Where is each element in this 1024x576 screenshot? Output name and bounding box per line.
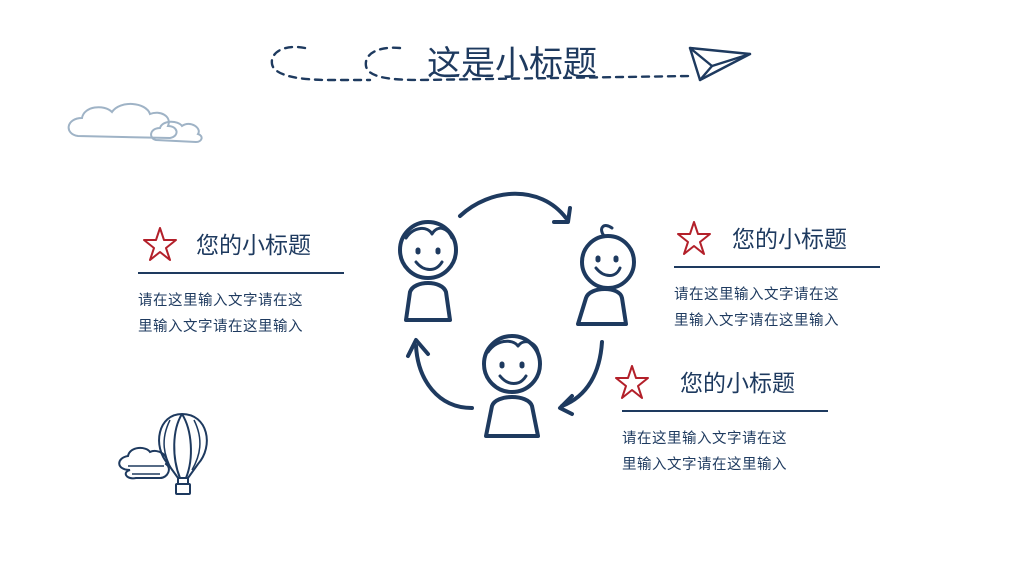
block-title: 您的小标题 — [196, 233, 311, 259]
dashed-flight-path — [270, 45, 692, 82]
block-text-line: 里输入文字请在这里输入 — [138, 319, 303, 335]
block-divider — [622, 410, 828, 412]
block-title: 您的小标题 — [732, 227, 847, 253]
block-title: 您的小标题 — [680, 371, 795, 397]
slide-title: 这是小标题 — [427, 44, 597, 84]
star-icon — [143, 227, 177, 261]
hot-air-balloon-icon — [118, 412, 208, 495]
info-block-right-bottom: 您的小标题 请在这里输入文字请在这 里输入文字请在这里输入 — [622, 364, 832, 478]
star-icon — [677, 221, 711, 255]
cycle-arrow-icon — [406, 191, 604, 416]
person-icon — [398, 220, 458, 322]
block-text-line: 里输入文字请在这里输入 — [622, 457, 787, 473]
block-text-line: 请在这里输入文字请在这 — [138, 293, 303, 309]
info-block-right-top: 您的小标题 请在这里输入文字请在这 里输入文字请在这里输入 — [674, 220, 884, 334]
star-icon — [615, 365, 649, 399]
person-icon — [576, 224, 636, 326]
block-text-line: 请在这里输入文字请在这 — [622, 431, 787, 447]
info-block-left: 您的小标题 请在这里输入文字请在这 里输入文字请在这里输入 — [138, 226, 348, 340]
block-divider — [138, 272, 344, 274]
block-text-line: 里输入文字请在这里输入 — [674, 313, 839, 329]
block-text-line: 请在这里输入文字请在这 — [674, 287, 839, 303]
paper-plane-icon — [688, 46, 752, 82]
cloud-icon — [67, 103, 203, 144]
block-divider — [674, 266, 880, 268]
person-icon — [482, 334, 542, 438]
